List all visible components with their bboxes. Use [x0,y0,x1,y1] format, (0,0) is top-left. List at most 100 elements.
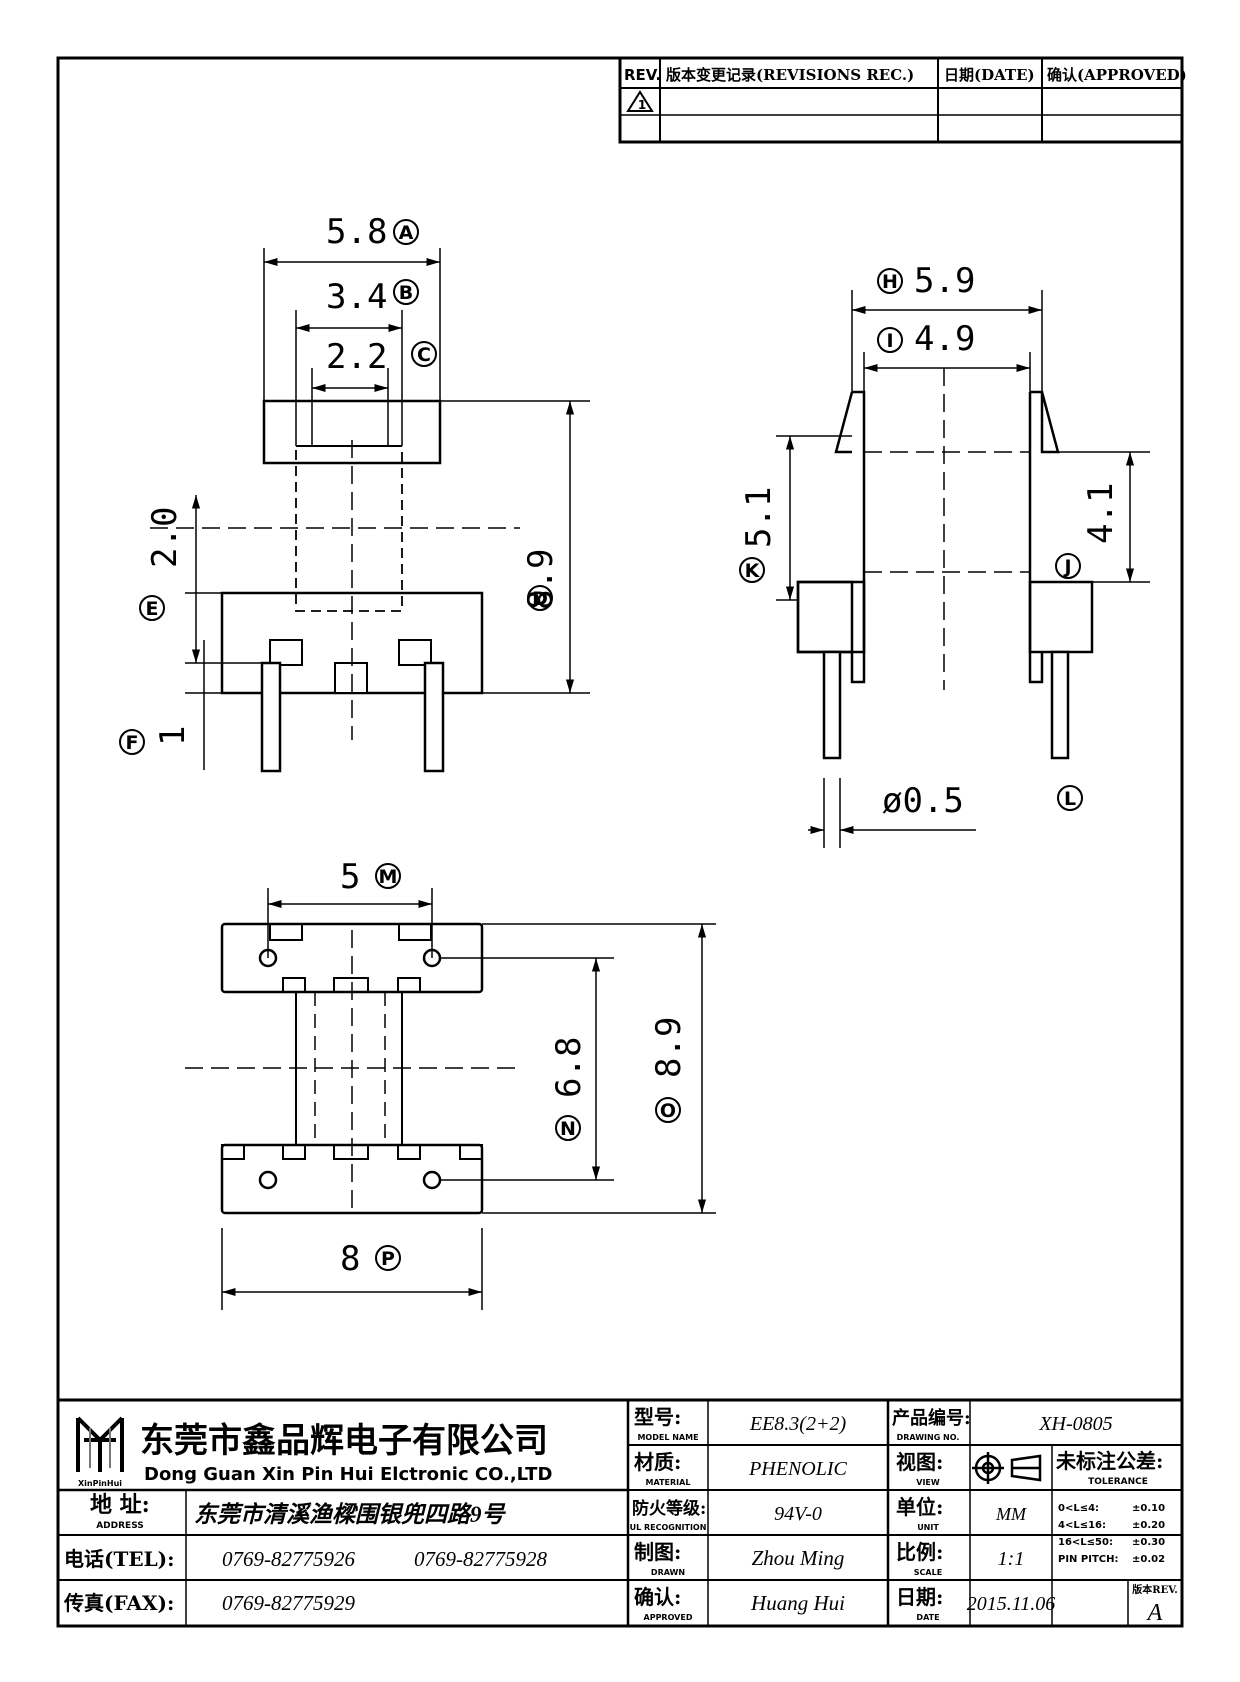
front-centerlines [150,440,520,740]
svg-text:1: 1 [153,726,193,746]
svg-text:D: D [532,588,548,610]
dim-O: 8.9 [649,1017,689,1078]
svg-text:2.0: 2.0 [145,507,185,568]
sheet-border [56,56,1184,1628]
fax-label: 传真(FAX): [63,1591,174,1615]
dim-D-marker: D [527,585,553,611]
revision-table [618,56,1184,144]
unit-value: MM [995,1504,1027,1524]
svg-text:ø0.5: ø0.5 [882,781,964,821]
model-value: EE8.3(2+2) [749,1413,847,1435]
side-dim-lines [776,290,1150,848]
svg-text:E: E [146,598,159,620]
fax-value: 0769-82775929 [222,1591,355,1615]
date-label-en: DATE [916,1613,939,1622]
svg-text:K: K [745,560,761,582]
front-view [220,399,484,773]
drawing-no-label: 产品编号: [892,1407,971,1429]
svg-text:M: M [379,866,398,888]
rev-date-header: 日期(DATE) [944,66,1035,84]
tolerance-label-en: TOLERANCE [1088,1477,1148,1487]
scale-label-en: SCALE [914,1568,942,1577]
fire-value: 94V-0 [774,1503,822,1525]
scale-label: 比例: [896,1540,943,1564]
approved-label: 确认: [634,1585,681,1609]
svg-text:4.9: 4.9 [914,319,975,359]
svg-text:F: F [126,732,139,754]
svg-text:±0.20: ±0.20 [1132,1520,1165,1531]
svg-text:5.9: 5.9 [914,261,975,301]
drawn-value: Zhou Ming [752,1546,845,1570]
view-label-en: VIEW [916,1478,940,1487]
dim-J-marker: J [1055,553,1081,579]
svg-text:16<L≤50:: 16<L≤50: [1058,1537,1113,1548]
approved-label-en: APPROVED [644,1613,693,1622]
version-value: A [1146,1600,1163,1626]
svg-text:O: O [660,1100,676,1122]
svg-text:H: H [882,271,898,293]
svg-text:P: P [381,1248,395,1270]
dim-F: 1 [153,726,193,746]
dim-E-marker: E [139,595,165,621]
drawn-label-en: DRAWN [651,1568,685,1577]
svg-text:±0.30: ±0.30 [1132,1537,1165,1548]
date-label: 日期: [896,1585,943,1609]
svg-text:±0.02: ±0.02 [1132,1554,1165,1565]
svg-text:3.4: 3.4 [326,277,387,317]
drawing-no-label-en: DRAWING NO. [897,1433,960,1442]
material-value: PHENOLIC [748,1458,847,1480]
bottom-centerlines [185,930,520,1210]
rev-record-header: 版本变更记录(REVISIONS REC.) [666,66,914,84]
svg-text:0<L≤4:: 0<L≤4: [1058,1503,1099,1514]
dim-L: ø0.5 L [882,781,1083,821]
tel-label: 电话(TEL): [64,1547,175,1571]
unit-label-en: UNIT [917,1523,939,1532]
scale-value: 1:1 [998,1548,1025,1570]
dim-N: 6.8 [549,1037,589,1098]
tolerance-label: 未标注公差: [1056,1449,1163,1473]
dim-F-marker: F [119,729,145,755]
drawn-label: 制图: [634,1540,681,1564]
approved-value: Huang Hui [750,1591,845,1615]
svg-text:2.2: 2.2 [326,337,387,377]
front-dim-lines [185,248,590,770]
svg-text:±0.10: ±0.10 [1132,1503,1165,1514]
svg-text:6.8: 6.8 [549,1037,589,1098]
rev-approved-header: 确认(APPROVED) [1047,66,1187,84]
svg-text:1: 1 [638,98,646,112]
side-view [796,390,1094,760]
svg-text:8.9: 8.9 [649,1017,689,1078]
svg-text:B: B [399,282,413,304]
svg-text:I: I [886,330,893,352]
dim-P: 8 P [340,1239,401,1279]
dim-A: 5.8 A [326,212,419,252]
dim-B: 3.4 B [326,277,419,317]
dim-M: 5 M [340,857,401,897]
dim-C: 2.2 C [326,337,437,377]
svg-text:4<L≤16:: 4<L≤16: [1058,1520,1106,1531]
svg-text:J: J [1062,556,1071,578]
material-label-en: MATERIAL [646,1478,691,1487]
bottom-dim-lines [221,888,716,1310]
dim-K-marker: K [739,557,765,583]
dim-H: H 5.9 [877,261,975,301]
svg-text:L: L [1064,788,1076,810]
svg-text:N: N [560,1118,576,1140]
svg-text:5.8: 5.8 [326,212,387,252]
address-label: 地 址: [90,1492,150,1518]
model-label: 型号: [634,1405,681,1429]
rev-triangle-icon: 1 [626,90,654,112]
dim-O-marker: O [655,1097,681,1123]
address-label-en: ADDRESS [96,1521,144,1531]
version-label: 版本REV. [1132,1583,1177,1596]
dim-E: 2.0 [145,507,185,568]
svg-text:PIN PITCH:: PIN PITCH: [1058,1554,1118,1565]
model-label-en: MODEL NAME [637,1433,698,1442]
title-block [58,1398,1182,1626]
address-value: 东莞市清溪渔樑围银兜四路9号 [194,1501,507,1527]
fire-label: 防火等级: [632,1498,706,1519]
date-value: 2015.11.06 [967,1593,1056,1615]
company-name-en: Dong Guan Xin Pin Hui Elctronic CO.,LTD [144,1464,552,1485]
svg-text:5: 5 [340,857,360,897]
